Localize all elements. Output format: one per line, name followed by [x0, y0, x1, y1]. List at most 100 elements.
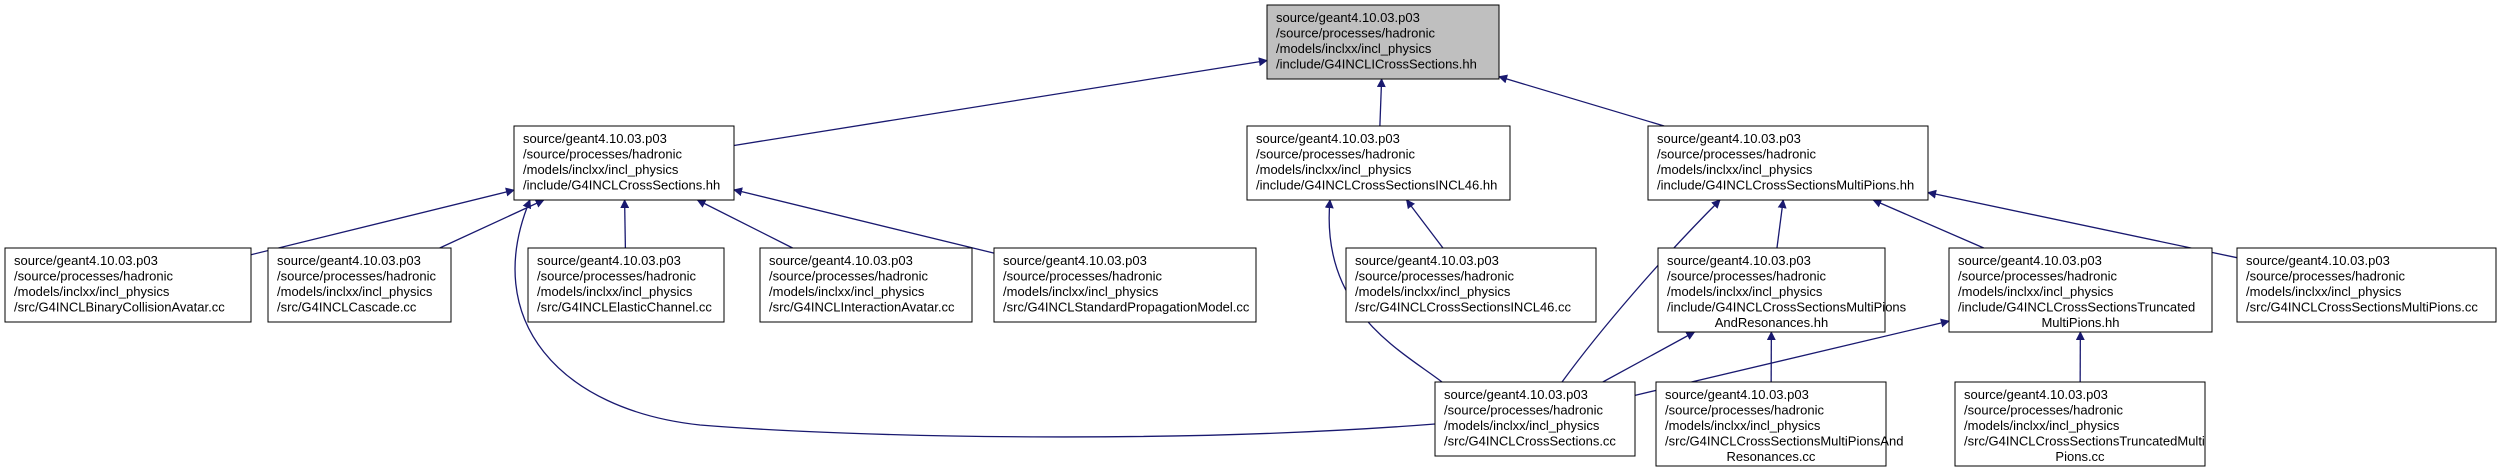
node-label-line: source/geant4.10.03.p03	[1444, 387, 1588, 402]
dependency-edge-interaction-to-xs	[696, 199, 793, 249]
node-box	[1657, 247, 1886, 333]
node-label-line: /models/inclxx/incl_physics	[1355, 284, 1511, 299]
graph-node-mptrunccc[interactable]: source/geant4.10.03.p03/source/processes…	[1954, 381, 2206, 467]
dependency-edge-elastic-to-xs	[620, 199, 630, 249]
node-label-line: MultiPions.hh	[2041, 315, 2119, 330]
node-box	[1655, 381, 1887, 467]
graph-node-elastic[interactable]: source/geant4.10.03.p03/source/processes…	[527, 247, 725, 323]
node-label-line: /source/processes/hadronic	[1276, 26, 1435, 41]
node-label-line: /models/inclxx/incl_physics	[1667, 284, 1823, 299]
node-label-line: /source/processes/hadronic	[14, 269, 173, 284]
node-label-line: source/geant4.10.03.p03	[537, 253, 681, 268]
graph-node-standard[interactable]: source/geant4.10.03.p03/source/processes…	[993, 247, 1257, 323]
node-label-line: source/geant4.10.03.p03	[277, 253, 421, 268]
node-label-line: source/geant4.10.03.p03	[1958, 253, 2102, 268]
graph-node-mprescc[interactable]: source/geant4.10.03.p03/source/processes…	[1655, 381, 1903, 467]
node-label-line: source/geant4.10.03.p03	[1964, 387, 2108, 402]
node-label-line: /include/G4INCLCrossSectionsTruncated	[1958, 300, 2195, 315]
node-label-line: source/geant4.10.03.p03	[14, 253, 158, 268]
node-label-line: source/geant4.10.03.p03	[1667, 253, 1811, 268]
node-box	[1954, 381, 2206, 467]
node-box	[1948, 247, 2213, 333]
node-label-line: /source/processes/hadronic	[1665, 403, 1824, 418]
node-box	[1345, 247, 1597, 323]
node-label-line: /source/processes/hadronic	[537, 269, 696, 284]
node-label-line: /source/processes/hadronic	[1444, 403, 1603, 418]
node-label-line: /source/processes/hadronic	[1355, 269, 1514, 284]
node-label-line: source/geant4.10.03.p03	[523, 131, 667, 146]
node-label-line: /models/inclxx/incl_physics	[1444, 418, 1600, 433]
graph-node-xs[interactable]: source/geant4.10.03.p03/source/processes…	[513, 125, 735, 201]
node-box	[993, 247, 1257, 323]
dependency-edge-mpcc-to-xsmp	[1927, 189, 2238, 259]
node-label-line: source/geant4.10.03.p03	[1355, 253, 1499, 268]
node-box	[513, 125, 735, 201]
node-box	[267, 247, 452, 323]
node-label-line: /source/processes/hadronic	[1256, 147, 1415, 162]
node-label-line: /models/inclxx/incl_physics	[523, 162, 679, 177]
graph-node-mpres[interactable]: source/geant4.10.03.p03/source/processes…	[1657, 247, 1907, 333]
node-box	[1647, 125, 1929, 201]
node-label-line: source/geant4.10.03.p03	[1256, 131, 1400, 146]
node-label-line: /src/G4INCLCrossSectionsMultiPions.cc	[2246, 300, 2478, 315]
node-label-line: source/geant4.10.03.p03	[1657, 131, 1801, 146]
node-box	[527, 247, 725, 323]
node-label-line: /source/processes/hadronic	[1964, 403, 2123, 418]
node-label-line: /src/G4INCLInteractionAvatar.cc	[769, 300, 955, 315]
graph-node-mptrunc[interactable]: source/geant4.10.03.p03/source/processes…	[1948, 247, 2213, 333]
node-label-line: /source/processes/hadronic	[1667, 269, 1826, 284]
graph-node-interaction[interactable]: source/geant4.10.03.p03/source/processes…	[759, 247, 973, 323]
graph-node-bca[interactable]: source/geant4.10.03.p03/source/processes…	[4, 247, 252, 323]
node-box	[2236, 247, 2497, 323]
node-label-line: /src/G4INCLBinaryCollisionAvatar.cc	[14, 300, 225, 315]
graph-node-mpcc[interactable]: source/geant4.10.03.p03/source/processes…	[2236, 247, 2497, 323]
dependency-edge-bca-to-xs	[250, 187, 515, 256]
node-box	[4, 247, 252, 323]
node-label-line: AndResonances.hh	[1715, 315, 1828, 330]
graph-node-xs46cc[interactable]: source/geant4.10.03.p03/source/processes…	[1345, 247, 1597, 323]
node-label-line: /models/inclxx/incl_physics	[1964, 418, 2120, 433]
node-label-line: /models/inclxx/incl_physics	[14, 284, 170, 299]
graph-node-xsmp[interactable]: source/geant4.10.03.p03/source/processes…	[1647, 125, 1929, 201]
dependency-edge-xs-to-root	[733, 57, 1268, 147]
node-label-line: /include/G4INCLCrossSectionsMultiPions.h…	[1657, 178, 1914, 193]
graph-node-xs46[interactable]: source/geant4.10.03.p03/source/processes…	[1246, 125, 1511, 201]
node-label-line: /models/inclxx/incl_physics	[1657, 162, 1813, 177]
graph-node-root: source/geant4.10.03.p03/source/processes…	[1266, 4, 1500, 80]
node-label-line: /source/processes/hadronic	[769, 269, 928, 284]
node-label-line: /src/G4INCLStandardPropagationModel.cc	[1003, 300, 1250, 315]
node-label-line: /models/inclxx/incl_physics	[277, 284, 433, 299]
node-label-line: /models/inclxx/incl_physics	[1958, 284, 2114, 299]
node-box	[1266, 4, 1500, 80]
node-label-line: /src/G4INCLCrossSectionsINCL46.cc	[1355, 300, 1572, 315]
node-label-line: source/geant4.10.03.p03	[769, 253, 913, 268]
dependency-edge-mpres-to-xsmp	[1776, 199, 1787, 249]
dependency-edge-mptrunc-to-xsmp	[1872, 199, 1985, 249]
node-label-line: /src/G4INCLElasticChannel.cc	[537, 300, 712, 315]
node-label-line: source/geant4.10.03.p03	[2246, 253, 2390, 268]
graph-node-cascade[interactable]: source/geant4.10.03.p03/source/processes…	[267, 247, 452, 323]
dependency-edge-xs46cc-to-xs46	[1406, 199, 1444, 249]
node-label-line: source/geant4.10.03.p03	[1276, 10, 1420, 25]
node-label-line: /models/inclxx/incl_physics	[1276, 41, 1432, 56]
dependency-edge-xsmp-to-root	[1498, 74, 1665, 127]
node-label-line: /models/inclxx/incl_physics	[1003, 284, 1159, 299]
node-label-line: Resonances.cc	[1727, 449, 1816, 464]
node-label-line: /models/inclxx/incl_physics	[1256, 162, 1412, 177]
node-label-line: source/geant4.10.03.p03	[1665, 387, 1809, 402]
node-label-line: /include/G4INCLCrossSectionsMultiPions	[1667, 300, 1907, 315]
node-label-line: /source/processes/hadronic	[1657, 147, 1816, 162]
dependency-edge-xscc-to-xsmp	[1561, 199, 1721, 383]
node-label-line: source/geant4.10.03.p03	[1003, 253, 1147, 268]
node-label-line: /src/G4INCLCrossSections.cc	[1444, 434, 1616, 449]
node-label-line: /source/processes/hadronic	[277, 269, 436, 284]
node-label-line: /src/G4INCLCascade.cc	[277, 300, 417, 315]
graph-node-xscc[interactable]: source/geant4.10.03.p03/source/processes…	[1434, 381, 1636, 457]
node-box	[1434, 381, 1636, 457]
node-label-line: /source/processes/hadronic	[523, 147, 682, 162]
node-label-line: Pions.cc	[2055, 449, 2105, 464]
node-box	[1246, 125, 1511, 201]
dependency-edge-xscc-to-mpres	[1602, 331, 1696, 383]
node-label-line: /models/inclxx/incl_physics	[2246, 284, 2402, 299]
